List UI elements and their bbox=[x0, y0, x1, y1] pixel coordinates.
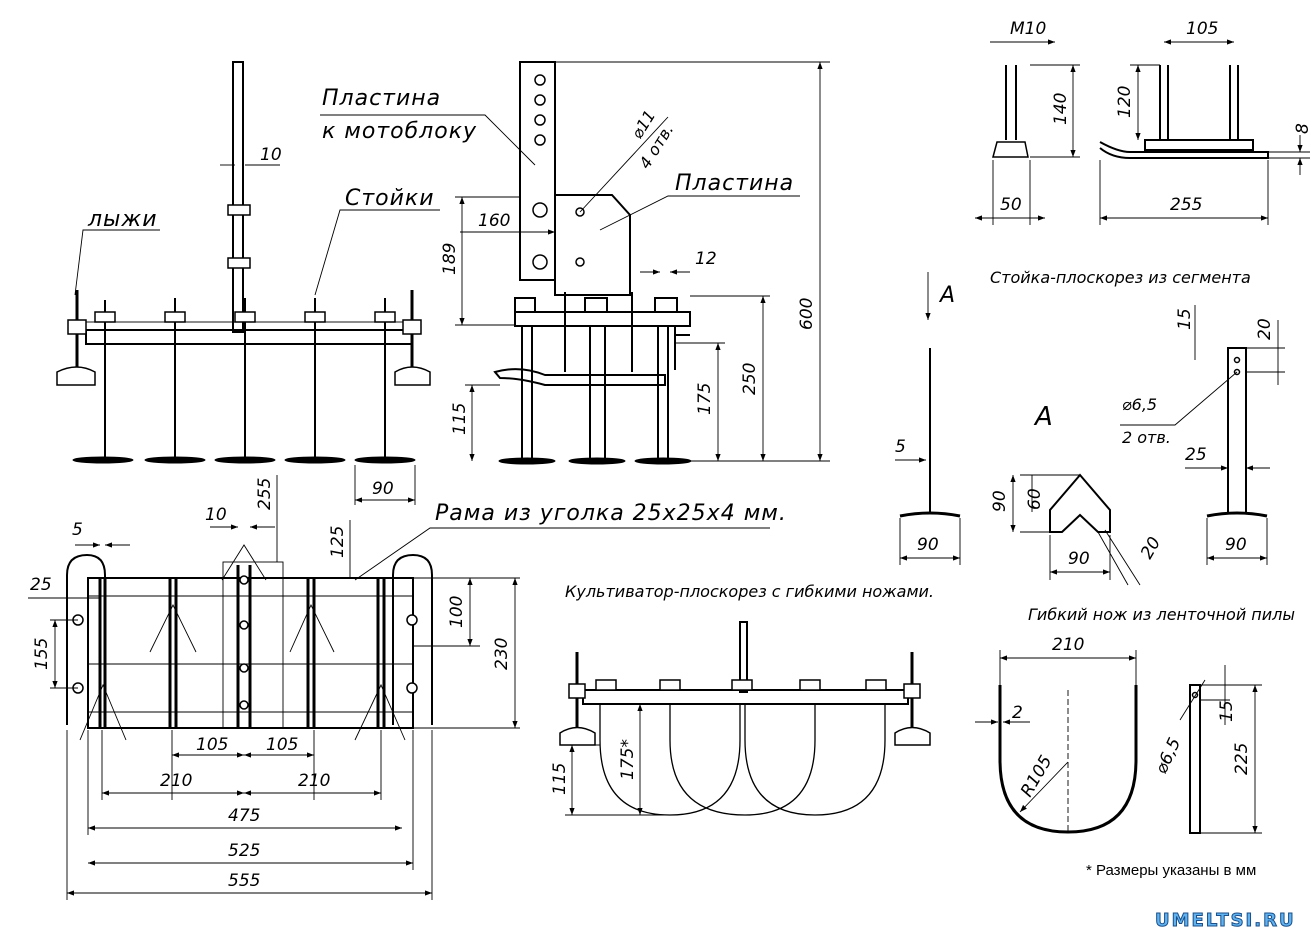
dim-175: 175 bbox=[695, 383, 715, 415]
dim-plan-555: 555 bbox=[228, 871, 260, 891]
dim-160: 160 bbox=[478, 211, 510, 231]
dim-250: 250 bbox=[740, 363, 760, 395]
dim-plan-125: 125 bbox=[328, 526, 348, 558]
dim-plate-width: 10 bbox=[260, 145, 282, 165]
dim-plan-255: 255 bbox=[255, 478, 275, 510]
dim-plan-105b: 105 bbox=[266, 735, 298, 755]
dim-stand-15: 15 bbox=[1175, 308, 1195, 330]
dim-115: 115 bbox=[450, 403, 470, 435]
side-view: 189 160 12 600 250 175 115 Пластина к мо… bbox=[320, 61, 830, 465]
dim-105: 105 bbox=[1186, 19, 1218, 39]
dim-stand-90: 90 bbox=[917, 535, 939, 555]
watermark-logo: UMELTSI.RU bbox=[1155, 910, 1296, 932]
label-stand-hole-dia: ⌀6,5 bbox=[1122, 395, 1157, 414]
dim-50: 50 bbox=[1000, 195, 1022, 215]
stand-views: A 5 90 A 15 20 ⌀6,5 2 отв. 25 90 90 60 9… bbox=[895, 272, 1285, 586]
dim-plan-155: 155 bbox=[32, 638, 52, 670]
dim-120: 120 bbox=[1115, 86, 1135, 118]
dim-189: 189 bbox=[440, 243, 460, 275]
dim-stand-20: 20 bbox=[1255, 318, 1275, 340]
label-plate: Пластина bbox=[675, 171, 794, 196]
caption-cultivator: Культиватор-плоскорез с гибкими ножами. bbox=[565, 582, 934, 601]
dim-knife-width: 90 bbox=[372, 479, 394, 499]
label-stands: Стойки bbox=[345, 186, 435, 211]
dim-plan-10: 10 bbox=[205, 505, 227, 525]
front-view: 10 90 лыжи Стойки bbox=[56, 61, 440, 505]
dim-255: 255 bbox=[1170, 195, 1202, 215]
flex-knife-view: Гибкий нож из ленточной пилы 210 2 R105 … bbox=[975, 605, 1295, 834]
dim-plan-5: 5 bbox=[72, 520, 83, 540]
dim-8: 8 bbox=[1293, 123, 1313, 134]
caption-flex-knife: Гибкий нож из ленточной пилы bbox=[1028, 605, 1295, 624]
label-plate-to-tiller-1: Пластина bbox=[322, 86, 441, 111]
dim-plan-210b: 210 bbox=[298, 771, 330, 791]
dim-seg-90w: 90 bbox=[1068, 549, 1090, 569]
dim-plan-25: 25 bbox=[30, 575, 52, 595]
dim-140: 140 bbox=[1051, 93, 1071, 125]
dim-cult-115: 115 bbox=[550, 763, 570, 795]
dim-knife-225: 225 bbox=[1232, 743, 1252, 775]
dim-plan-525: 525 bbox=[228, 841, 260, 861]
dim-stand-5: 5 bbox=[895, 437, 906, 457]
dim-knife-2: 2 bbox=[1012, 703, 1023, 723]
dim-plan-105a: 105 bbox=[196, 735, 228, 755]
dim-seg-90: 90 bbox=[990, 490, 1010, 512]
dim-stand-25: 25 bbox=[1185, 445, 1207, 465]
dim-600: 600 bbox=[797, 298, 817, 330]
dim-stand-90b: 90 bbox=[1225, 535, 1247, 555]
dim-12: 12 bbox=[695, 249, 717, 269]
dim-plan-230: 230 bbox=[492, 638, 512, 670]
bolt-views: M10 140 50 105 120 8 255 Стойка-плоскоре… bbox=[975, 19, 1313, 287]
dim-cult-175: 175* bbox=[618, 739, 638, 780]
dim-knife-15: 15 bbox=[1217, 700, 1237, 722]
label-knife-hole-dia: ⌀6,5 bbox=[1151, 735, 1185, 777]
dim-m10: M10 bbox=[1010, 19, 1046, 39]
dim-plan-475: 475 bbox=[228, 806, 260, 826]
dim-plan-100: 100 bbox=[447, 596, 467, 628]
label-skis: лыжи bbox=[87, 207, 158, 232]
label-view-a: A bbox=[1033, 402, 1054, 432]
cultivator-view: Культиватор-плоскорез с гибкими ножами. … bbox=[550, 582, 934, 816]
label-radius: R105 bbox=[1017, 752, 1056, 800]
dim-seg-20: 20 bbox=[1137, 534, 1165, 563]
label-stand-hole-count: 2 отв. bbox=[1122, 428, 1171, 447]
dim-plan-210a: 210 bbox=[160, 771, 192, 791]
label-frame: Рама из уголка 25x25x4 мм. bbox=[435, 501, 787, 526]
plan-view: 5 10 255 125 25 155 100 230 105 105 210 … bbox=[28, 475, 787, 900]
dim-seg-60: 60 bbox=[1025, 488, 1045, 510]
label-view-a-arrow: A bbox=[938, 283, 956, 308]
caption-segment-stand: Стойка-плоскорез из сегмента bbox=[990, 268, 1251, 287]
dim-knife-210: 210 bbox=[1052, 635, 1084, 655]
units-footnote: * Размеры указаны в мм bbox=[1086, 862, 1257, 879]
label-plate-to-tiller-2: к мотоблоку bbox=[322, 119, 477, 144]
